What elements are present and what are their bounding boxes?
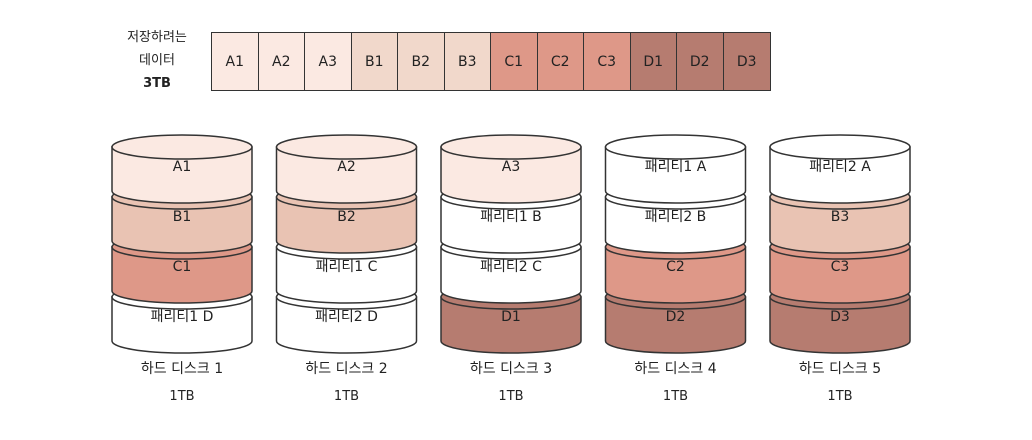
disk-name: 하드 디스크 2	[305, 361, 387, 377]
block-top	[440, 134, 582, 160]
block-label: B3	[831, 209, 850, 225]
block-body	[275, 296, 418, 354]
strip-cell-c2: C2	[537, 33, 584, 90]
strip-cell-c3: C3	[584, 33, 631, 90]
strip-cell-c1: C1	[491, 33, 538, 90]
data-label-size: 3TB	[143, 76, 171, 91]
block-label: C3	[831, 259, 850, 275]
disk-capacity: 1TB	[334, 389, 359, 404]
block-body	[769, 296, 911, 354]
block-body	[111, 196, 253, 254]
disk-name: 하드 디스크 3	[470, 361, 552, 377]
disk-2-block-1: A2	[275, 134, 418, 204]
disk-name: 하드 디스크 4	[634, 361, 716, 377]
hard-disk-4: D2 C2 패리티2 B 패리티1 A 하드 디스크 4 1TB	[604, 134, 747, 404]
disk-name: 하드 디스크 1	[141, 361, 223, 377]
hard-disk-1: 패리티1 D C1 B1 A1 하드 디스크 1 1TB	[111, 134, 253, 404]
block-body	[440, 296, 582, 354]
block-body	[275, 246, 418, 304]
block-body	[275, 146, 418, 204]
block-label: C2	[666, 259, 685, 275]
block-label: 패리티2 D	[315, 309, 378, 325]
disk-capacity: 1TB	[169, 389, 194, 404]
block-label: D1	[501, 309, 521, 325]
block-body	[769, 196, 911, 254]
strip-cell-b3: B3	[444, 33, 491, 90]
block-top	[604, 134, 747, 160]
strip-cell-b1: B1	[351, 33, 398, 90]
disk-capacity: 1TB	[663, 389, 688, 404]
block-label: 패리티1 D	[151, 309, 214, 325]
block-body	[604, 296, 747, 354]
block-label: B2	[337, 209, 356, 225]
block-label: B1	[173, 209, 192, 225]
block-body	[440, 196, 582, 254]
disk-5-block-1: 패리티2 A	[769, 134, 911, 204]
block-body	[604, 246, 747, 304]
block-top	[275, 134, 418, 160]
block-top	[111, 134, 253, 160]
block-label: 패리티2 C	[480, 259, 542, 275]
strip-cell-a1: A1	[212, 33, 259, 90]
block-body	[769, 146, 911, 204]
hard-disk-2: 패리티2 D 패리티1 C B2 A2 하드 디스크 2 1TB	[275, 134, 418, 404]
disk-capacity: 1TB	[827, 389, 852, 404]
block-label: 패리티2 B	[645, 209, 707, 225]
strip-cell-d1: D1	[630, 33, 677, 90]
block-label: A1	[173, 159, 191, 175]
block-body	[111, 246, 253, 304]
block-body	[604, 146, 747, 204]
block-body	[440, 246, 582, 304]
hard-disk-5: D3 C3 B3 패리티2 A 하드 디스크 5 1TB	[769, 134, 911, 404]
block-label: 패리티1 B	[480, 209, 542, 225]
disk-capacity: 1TB	[498, 389, 523, 404]
block-label: C1	[173, 259, 192, 275]
block-body	[111, 146, 253, 204]
block-body	[111, 296, 253, 354]
block-label: 패리티2 A	[809, 159, 871, 175]
block-label: D2	[666, 309, 686, 325]
strip-cell-d2: D2	[677, 33, 724, 90]
strip-cell-a3: A3	[305, 33, 352, 90]
disk-4-block-1: 패리티1 A	[604, 134, 747, 204]
disk-1-block-1: A1	[111, 134, 253, 204]
block-body	[769, 246, 911, 304]
data-label-line2: 데이터	[139, 53, 175, 68]
strip-cell-a2: A2	[258, 33, 305, 90]
strip-cell-d3: D3	[723, 33, 770, 90]
block-label: 패리티1 C	[316, 259, 378, 275]
data-label-line1: 저장하려는	[127, 30, 187, 45]
block-body	[275, 196, 418, 254]
block-label: A3	[502, 159, 520, 175]
block-label: D3	[830, 309, 850, 325]
block-label: A2	[337, 159, 355, 175]
strip-cell-b2: B2	[398, 33, 445, 90]
data-to-store-label: 저장하려는 데이터 3TB	[102, 26, 212, 95]
block-top	[769, 134, 911, 160]
disk-3-block-1: A3	[440, 134, 582, 204]
hard-disk-3: D1 패리티2 C 패리티1 B A3 하드 디스크 3 1TB	[440, 134, 582, 404]
block-body	[440, 146, 582, 204]
disk-name: 하드 디스크 5	[799, 361, 881, 377]
block-label: 패리티1 A	[645, 159, 707, 175]
block-body	[604, 196, 747, 254]
